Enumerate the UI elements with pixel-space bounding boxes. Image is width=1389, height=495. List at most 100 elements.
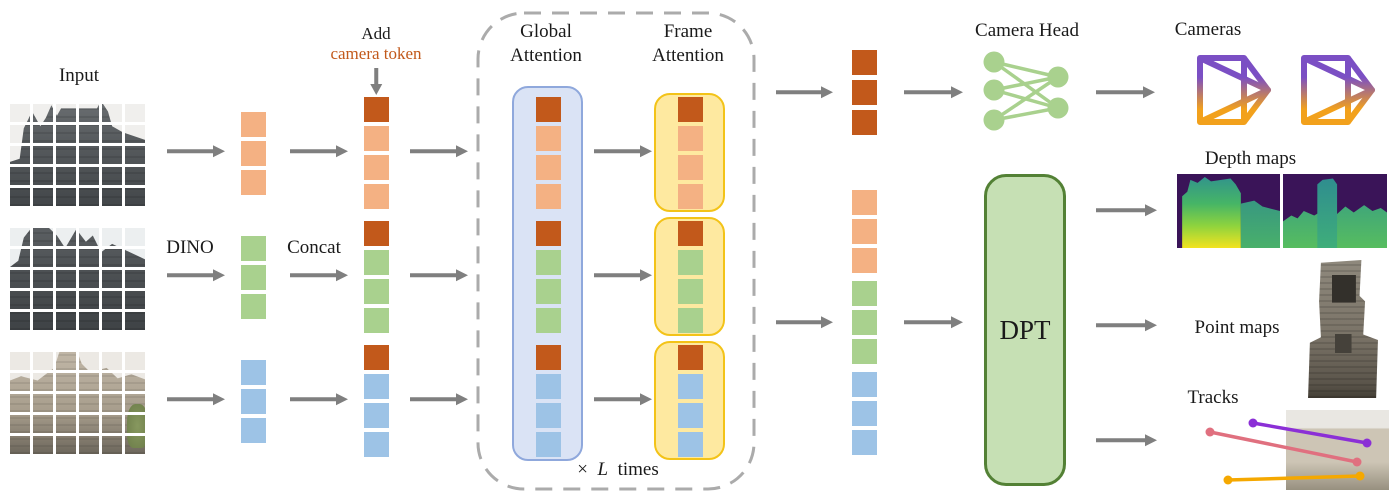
patch-blue <box>241 418 266 443</box>
patch-orange <box>536 126 561 151</box>
aggregated-patch-token-stack-frame1 <box>852 190 877 273</box>
camera-token <box>364 97 389 122</box>
patch-grid-overlay <box>10 101 148 206</box>
patch-orange <box>678 184 703 209</box>
frame-attn-token-stack-frame3 <box>678 345 703 457</box>
patch-blue <box>852 401 877 426</box>
patch-green <box>364 250 389 275</box>
aggregated-patch-token-stack-frame2 <box>852 281 877 364</box>
arrow-right <box>167 397 214 401</box>
arrow-right <box>410 397 457 401</box>
patch-orange <box>678 126 703 151</box>
arrow-right <box>290 397 337 401</box>
camera-frustum-icon <box>1301 55 1375 125</box>
camera-token <box>678 97 703 122</box>
concat-token-stack-frame1 <box>364 97 389 209</box>
camera-frustum-icon <box>1197 55 1271 125</box>
patch-orange <box>852 219 877 244</box>
dpt-label: DPT <box>999 314 1051 345</box>
frame-attn-token-stack-frame2 <box>678 221 703 333</box>
patch-blue <box>536 432 561 457</box>
camera-token <box>364 345 389 370</box>
patch-orange <box>241 170 266 195</box>
aggregated-camera-token-stack <box>852 50 877 135</box>
patch-blue <box>241 360 266 385</box>
camera-token <box>536 97 561 122</box>
arrow-right <box>776 320 822 324</box>
concat-token-stack-frame3 <box>364 345 389 457</box>
camera-token <box>852 80 877 105</box>
patch-orange <box>364 155 389 180</box>
frame-attention-line1: Frame <box>663 21 713 42</box>
mlp-network-icon <box>983 51 1069 131</box>
tracks-label: Tracks <box>1187 387 1239 408</box>
arrow-right <box>776 90 822 94</box>
patch-blue <box>536 374 561 399</box>
loop-suffix: times <box>617 459 659 480</box>
depth-tower-shape <box>1317 178 1338 248</box>
dino-token-stack-frame2 <box>241 236 266 319</box>
patch-blue <box>852 372 877 397</box>
point-maps-label: Point maps <box>1194 317 1280 338</box>
camera-token <box>678 221 703 246</box>
camera-token <box>852 50 877 75</box>
patch-blue <box>364 432 389 457</box>
arrow-right <box>410 273 457 277</box>
patch-blue <box>536 403 561 428</box>
patch-grid-overlay <box>10 225 148 330</box>
arrow-right <box>167 273 214 277</box>
dpt-box: DPT <box>984 174 1066 486</box>
patch-green <box>678 308 703 333</box>
global-attn-token-stack-frame2 <box>536 221 561 333</box>
patch-orange <box>536 155 561 180</box>
frame-attention-label: Frame Attention <box>628 20 748 68</box>
patch-blue <box>364 374 389 399</box>
tracks-image <box>1188 410 1389 490</box>
add-camera-token-line2: camera token <box>330 44 422 63</box>
patch-blue <box>678 374 703 399</box>
patch-green <box>536 308 561 333</box>
patch-orange <box>364 126 389 151</box>
arrow-right <box>1096 438 1146 442</box>
patch-green <box>241 265 266 290</box>
patch-green <box>678 279 703 304</box>
depth-map-image-2 <box>1283 174 1387 248</box>
patch-blue <box>678 432 703 457</box>
arrow-right <box>904 320 952 324</box>
frame-attn-token-stack-frame1 <box>678 97 703 209</box>
depth-building-shape <box>1182 176 1241 248</box>
patch-green <box>678 250 703 275</box>
patch-green <box>241 236 266 261</box>
arrow-down <box>374 68 378 85</box>
input-image-3 <box>10 349 148 454</box>
arrow-right <box>594 397 641 401</box>
patch-orange <box>241 141 266 166</box>
concat-token-stack-frame2 <box>364 221 389 333</box>
pointcloud-tower-shape <box>1308 260 1378 398</box>
point-map-image <box>1297 260 1389 398</box>
arrow-right <box>904 90 952 94</box>
input-image-1 <box>10 101 148 206</box>
depth-map-image-1 <box>1177 174 1280 248</box>
cameras-label: Cameras <box>1174 19 1242 40</box>
concat-label: Concat <box>287 237 341 258</box>
patch-green <box>364 308 389 333</box>
patch-blue <box>852 430 877 455</box>
input-label: Input <box>58 65 100 86</box>
add-camera-token-line1: Add <box>361 24 391 43</box>
track-lines <box>1205 418 1372 485</box>
arrow-right <box>290 149 337 153</box>
aggregated-patch-token-stack-frame3 <box>852 372 877 455</box>
frame-attention-line2: Attention <box>652 45 724 66</box>
global-attention-line2: Attention <box>510 45 582 66</box>
global-attn-token-stack-frame3 <box>536 345 561 457</box>
patch-orange <box>241 112 266 137</box>
arrow-right <box>410 149 457 153</box>
patch-blue <box>241 389 266 414</box>
loop-times-label: × L times <box>540 458 696 482</box>
add-camera-token-label: Add camera token <box>300 24 452 64</box>
patch-blue <box>678 403 703 428</box>
global-attn-token-stack-frame1 <box>536 97 561 209</box>
patch-green <box>536 279 561 304</box>
